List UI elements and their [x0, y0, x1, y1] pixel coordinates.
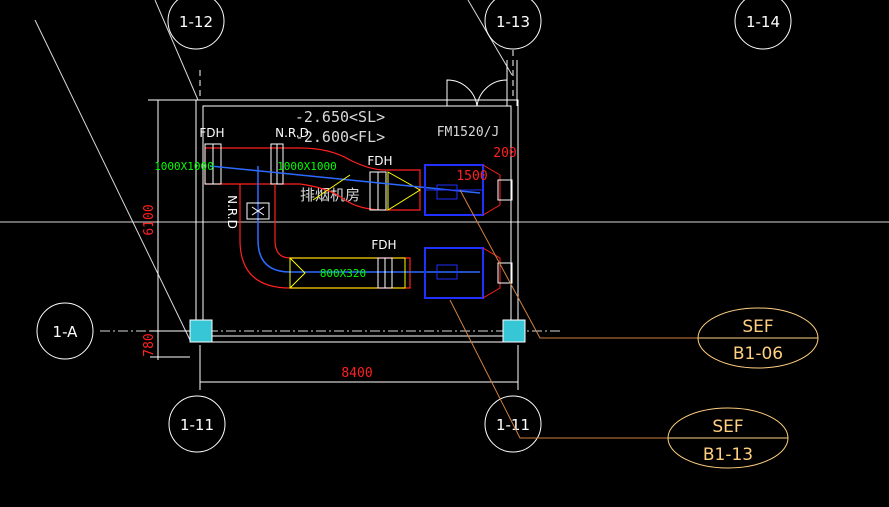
level-sl: -2.650<SL>	[295, 108, 385, 126]
column-left	[189, 319, 213, 343]
dim-width: 8400	[341, 366, 372, 381]
upper-fan-outlet	[482, 164, 501, 216]
lower-size: 800X320	[320, 267, 366, 280]
upper-fan: 1500 200	[424, 146, 517, 216]
diagonal-line-left	[34, 19, 191, 341]
room-walls	[195, 60, 519, 343]
upper-leader	[312, 174, 351, 201]
lower-fan-body	[424, 247, 484, 299]
dim-offset: 780	[142, 333, 157, 356]
grid-bubble-1-13: 1-13	[484, 0, 542, 50]
grid-label-1-13: 1-13	[496, 13, 530, 31]
wall-inner	[202, 105, 512, 337]
label-fdh-3: FDH	[371, 238, 396, 252]
label-fdh-2: FDH	[367, 154, 392, 168]
tag-1-id: B1-06	[733, 344, 783, 364]
grid-axes: 1-12 1-13 1-14 1-A 1-11 1-11	[36, 0, 792, 453]
label-nrd-2: N.R.D	[225, 195, 239, 229]
grid-bubble-1-12: 1-12	[167, 0, 225, 50]
upper-duct-body	[204, 147, 421, 211]
upper-fan-motor	[436, 184, 458, 200]
door-leaf-left	[446, 79, 478, 107]
label-fdh-1: FDH	[199, 126, 224, 140]
upper-duct: 1000X1000 1000X1000	[154, 143, 481, 211]
construction-lines	[0, 0, 889, 341]
lower-duct: 800X320	[239, 166, 480, 289]
tag-leaders	[449, 189, 700, 439]
lower-fan-motor	[436, 264, 458, 280]
grid-label-1-14: 1-14	[746, 13, 780, 31]
upper-louver	[497, 179, 513, 201]
grid-label-1-a: 1-A	[53, 323, 79, 341]
lower-fan	[424, 247, 513, 299]
lower-duct-section	[289, 257, 406, 289]
leader-b1-13	[449, 299, 668, 439]
dim-height: 6100	[142, 204, 157, 235]
label-nrd-1: N.R.D	[275, 126, 309, 140]
tag-sef-b1-06[interactable]: SEF B1-06	[697, 307, 819, 369]
tag-2-id: B1-13	[703, 445, 753, 465]
tag-1-type: SEF	[742, 317, 773, 337]
door-tag: FM1520/J	[437, 125, 500, 140]
upper-size-right: 1000X1000	[277, 160, 337, 173]
column-right	[502, 319, 526, 343]
dimensions: 6100 780 8400	[142, 99, 519, 390]
lower-fan-outlet	[482, 247, 501, 299]
grid-label-1-12: 1-12	[179, 13, 213, 31]
nrd-damper-2-cross	[251, 206, 265, 216]
dim-200: 200	[493, 146, 516, 161]
level-fl: -2.600<FL>	[295, 128, 385, 146]
grid-label-1-11-left: 1-11	[180, 416, 214, 434]
upper-pipe	[209, 165, 481, 194]
grid-bubble-1-a: 1-A	[36, 302, 94, 360]
dim-1500: 1500	[456, 169, 487, 184]
tag-sef-b1-13[interactable]: SEF B1-13	[667, 407, 789, 469]
upper-size-left: 1000X1000	[154, 160, 214, 173]
door-leaf-right	[476, 79, 508, 107]
grid-bubble-1-11-left: 1-11	[168, 395, 226, 453]
nrd-damper-2	[246, 202, 270, 220]
lower-louver	[497, 262, 513, 284]
wall-outer	[195, 99, 519, 343]
diagonal-line-top	[154, 0, 199, 101]
lower-duct-reducer	[289, 257, 306, 289]
lower-pipe	[257, 239, 480, 273]
leader-b1-06	[459, 189, 700, 339]
columns	[189, 319, 526, 343]
grid-bubble-1-14: 1-14	[734, 0, 792, 50]
equipment-tags: SEF B1-06 SEF B1-13	[667, 307, 819, 469]
equipment-labels: FDH N.R.D FDH FDH N.R.D	[199, 126, 396, 252]
upper-transition	[387, 171, 421, 211]
tag-2-type: SEF	[712, 417, 743, 437]
